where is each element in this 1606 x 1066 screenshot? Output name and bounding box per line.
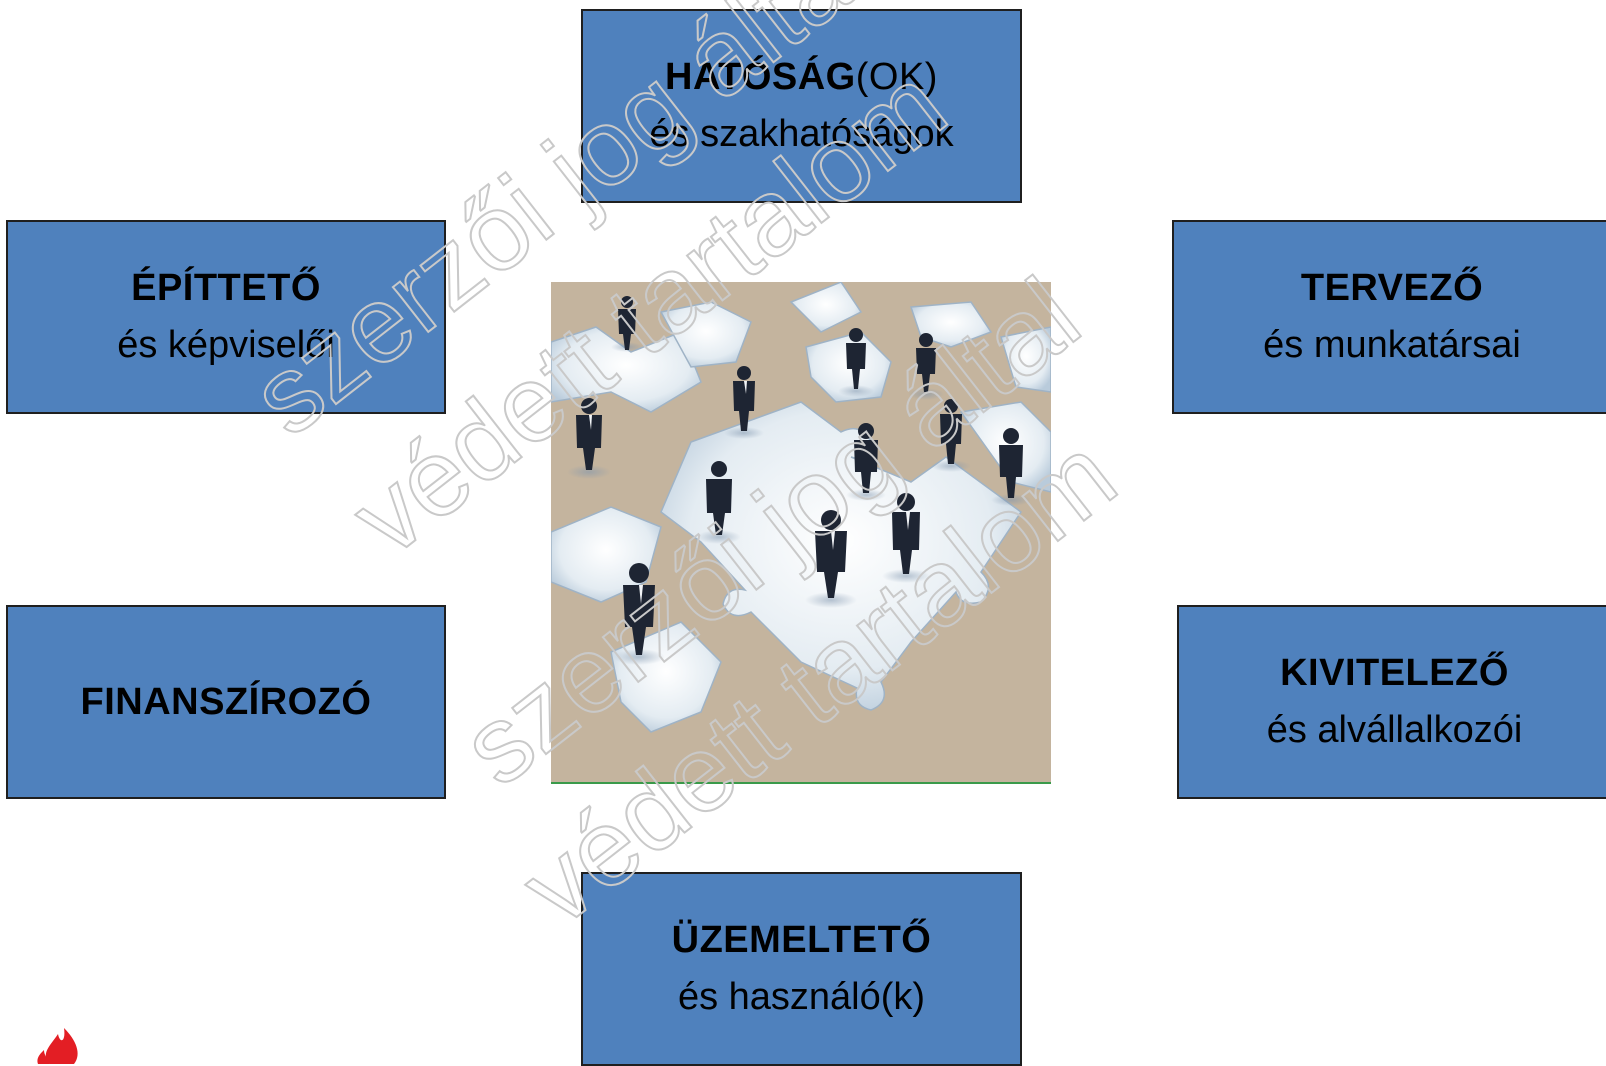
client-subtitle: és képviselői — [117, 324, 335, 366]
finance-box: FINANSZÍROZÓ — [6, 605, 446, 799]
client-box: ÉPÍTTETŐ és képviselői — [6, 220, 446, 414]
designer-title: TERVEZŐ — [1300, 267, 1484, 309]
operator-title: ÜZEMELTETŐ — [671, 919, 932, 961]
authority-title-suffix: (OK) — [855, 56, 938, 98]
authority-box: HATÓSÁG(OK) és szakhatóságok — [581, 9, 1022, 203]
contractor-box: KIVITELEZŐ és alvállalkozói — [1177, 605, 1606, 799]
operator-subtitle: és használó(k) — [677, 976, 926, 1018]
operator-box: ÜZEMELTETŐ és használó(k) — [581, 872, 1022, 1066]
flame-icon — [37, 1028, 78, 1064]
puzzle-people-image — [551, 282, 1051, 784]
contractor-subtitle: és alvállalkozói — [1266, 709, 1523, 751]
finance-title: FINANSZÍROZÓ — [80, 680, 372, 723]
people-silhouettes — [567, 296, 1031, 665]
authority-title: HATÓSÁG(OK) — [665, 56, 938, 98]
authority-subtitle: és szakhatóságok — [649, 113, 954, 155]
client-title: ÉPÍTTETŐ — [131, 267, 321, 309]
contractor-title: KIVITELEZŐ — [1280, 652, 1509, 694]
designer-subtitle: és munkatársai — [1263, 324, 1521, 366]
designer-box: TERVEZŐ és munkatársai — [1172, 220, 1606, 414]
